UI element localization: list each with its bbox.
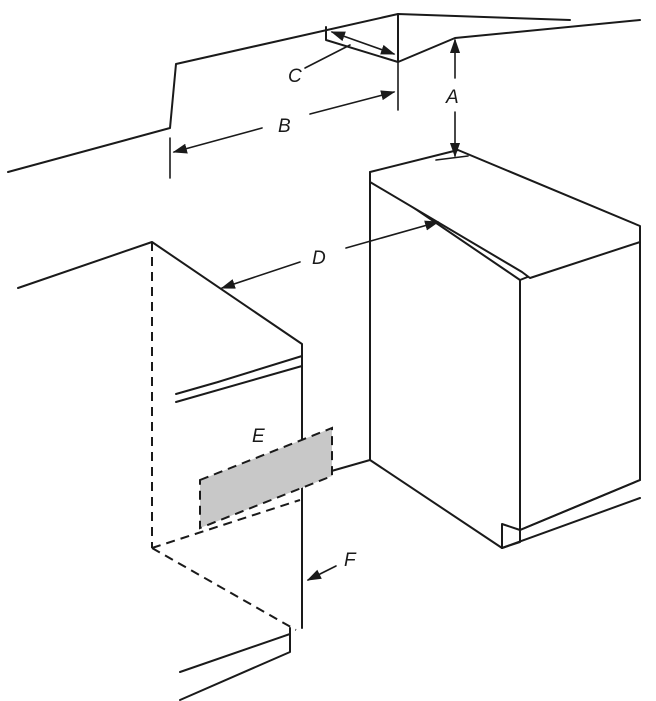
dimension-a: A xyxy=(435,38,469,161)
label-a: A xyxy=(445,87,459,108)
label-b: B xyxy=(278,116,291,137)
right-cabinet xyxy=(299,149,641,549)
label-f: F xyxy=(344,550,357,571)
dimension-c: C xyxy=(288,31,396,87)
label-e: E xyxy=(252,426,265,447)
left-cabinet xyxy=(17,241,303,701)
label-d: D xyxy=(312,248,326,269)
shaded-area-e xyxy=(199,426,333,530)
dimension-d: D xyxy=(220,220,440,289)
pointer-f: F xyxy=(306,550,357,581)
label-c: C xyxy=(288,66,302,87)
dimension-b: B xyxy=(172,90,396,154)
upper-wall-outline xyxy=(7,13,641,179)
